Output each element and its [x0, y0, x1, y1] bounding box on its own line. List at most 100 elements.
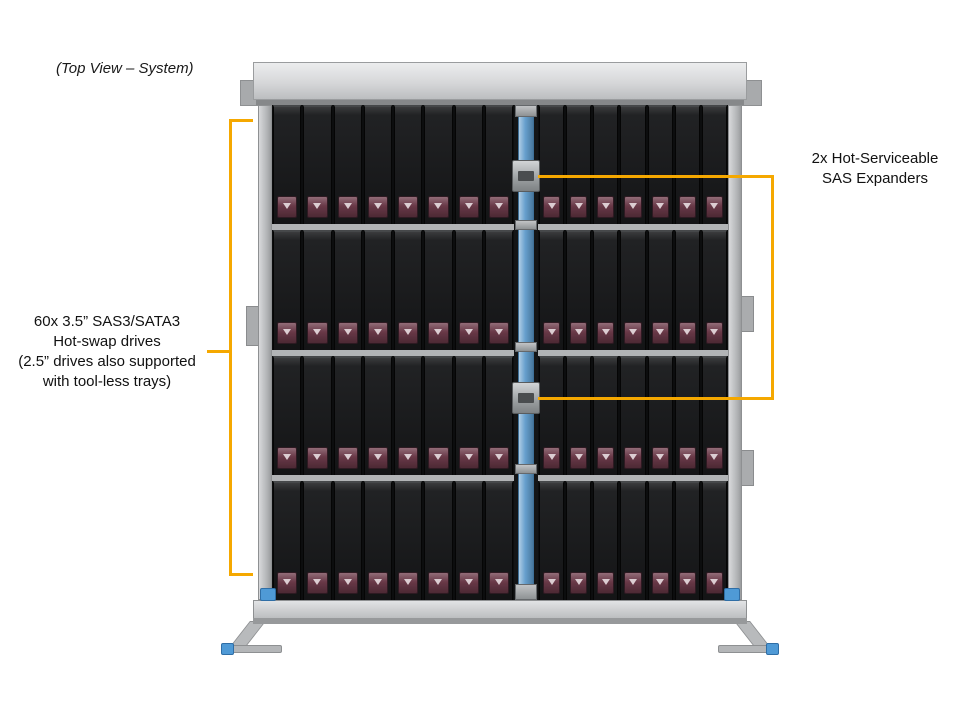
expanders-annotation-text: 2x Hot-Serviceable SAS Expanders	[796, 149, 954, 189]
drive-tray	[484, 230, 513, 350]
drive-latch	[307, 572, 328, 594]
drive-latch	[678, 446, 696, 469]
expanders-annotation-line: SAS Expanders	[822, 170, 928, 187]
tray-group-right	[538, 105, 728, 225]
drives-annotation-line: 60x 3.5” SAS3/SATA3	[33, 313, 181, 330]
tray-group-right	[538, 230, 728, 350]
drive-bay-grid	[272, 105, 728, 600]
drive-latch	[367, 321, 388, 344]
foot-blue-clip-right	[766, 643, 779, 655]
expander-callout-line-lower	[538, 397, 774, 400]
drive-latch	[458, 196, 479, 219]
tray-group-left	[272, 105, 514, 225]
drive-latch	[543, 196, 561, 219]
drive-tray	[303, 105, 332, 225]
drive-latch	[651, 196, 669, 219]
chassis-top-cover	[253, 62, 747, 100]
drive-tray	[363, 105, 392, 225]
expander-callout-line-upper	[538, 175, 774, 178]
drives-annotation-line: with tool-less trays)	[42, 373, 172, 390]
drive-tray	[593, 480, 619, 600]
drive-tray	[363, 480, 392, 600]
drive-latch	[570, 572, 588, 594]
drive-latch	[458, 446, 479, 469]
expander-bracket	[515, 105, 537, 117]
sas-expander-upper	[512, 160, 540, 192]
drive-latch	[705, 572, 723, 594]
drive-tray	[701, 230, 727, 350]
tray-group-left	[272, 230, 514, 350]
tray-group-right	[538, 480, 728, 600]
drive-latch	[488, 446, 509, 469]
drive-tray	[620, 480, 646, 600]
drive-latch	[398, 196, 419, 219]
drive-latch	[678, 572, 696, 594]
drive-latch	[367, 572, 388, 594]
drive-tray	[484, 105, 513, 225]
drive-latch	[277, 446, 298, 469]
expander-callout-vertical-line	[771, 175, 774, 400]
chassis-base	[253, 600, 747, 619]
drive-latch	[458, 321, 479, 344]
drive-tray	[454, 105, 483, 225]
drive-latch	[488, 572, 509, 594]
drive-latch	[307, 446, 328, 469]
drive-tray	[333, 230, 362, 350]
drives-annotation-line: (2.5” drives also supported	[18, 353, 196, 370]
expander-bracket	[515, 464, 537, 474]
expander-bracket	[515, 220, 537, 230]
drive-tray	[539, 230, 565, 350]
drive-tray	[674, 105, 700, 225]
top-view-title: (Top View – System)	[56, 60, 194, 77]
drive-tray	[424, 105, 453, 225]
chassis-top-cover-edge	[256, 100, 744, 105]
drive-tray	[647, 355, 673, 475]
drive-tray	[593, 105, 619, 225]
drive-latch	[624, 196, 642, 219]
drive-tray	[394, 355, 423, 475]
drives-annotation-line: Hot-swap drives	[53, 333, 161, 350]
drive-tray	[484, 355, 513, 475]
drive-tray	[566, 355, 592, 475]
drive-tray	[674, 480, 700, 600]
drive-row-4	[272, 480, 728, 600]
drive-tray	[273, 480, 302, 600]
drive-latch	[277, 572, 298, 594]
drive-latch	[367, 446, 388, 469]
drive-tray	[620, 105, 646, 225]
drive-latch	[277, 196, 298, 219]
drive-tray	[593, 355, 619, 475]
drive-latch	[651, 321, 669, 344]
drive-latch	[337, 321, 358, 344]
drive-tray	[539, 105, 565, 225]
drive-tray	[484, 480, 513, 600]
drive-latch	[570, 446, 588, 469]
drive-tray	[394, 230, 423, 350]
drive-latch	[337, 572, 358, 594]
drive-latch	[428, 572, 449, 594]
drive-latch	[398, 321, 419, 344]
drive-latch	[624, 446, 642, 469]
base-blue-clip-right	[724, 588, 740, 601]
drive-latch	[398, 572, 419, 594]
chassis-foot-left	[226, 645, 282, 653]
drive-latch	[597, 321, 615, 344]
drive-tray	[303, 480, 332, 600]
drive-latch	[597, 572, 615, 594]
foot-blue-clip-left	[221, 643, 234, 655]
drive-latch	[651, 572, 669, 594]
chassis-base-edge	[253, 618, 747, 624]
drive-tray	[333, 355, 362, 475]
drives-bracket-vertical-line	[229, 119, 232, 576]
drive-latch	[428, 446, 449, 469]
base-blue-clip-left	[260, 588, 276, 601]
drives-bracket-bottom-tick	[229, 573, 253, 576]
drive-latch	[543, 446, 561, 469]
drive-tray	[620, 230, 646, 350]
chassis-side-tab-right-lower	[741, 450, 754, 486]
drive-tray	[539, 355, 565, 475]
drive-latch	[705, 196, 723, 219]
drive-latch	[624, 321, 642, 344]
drive-tray	[701, 355, 727, 475]
drive-tray	[454, 355, 483, 475]
